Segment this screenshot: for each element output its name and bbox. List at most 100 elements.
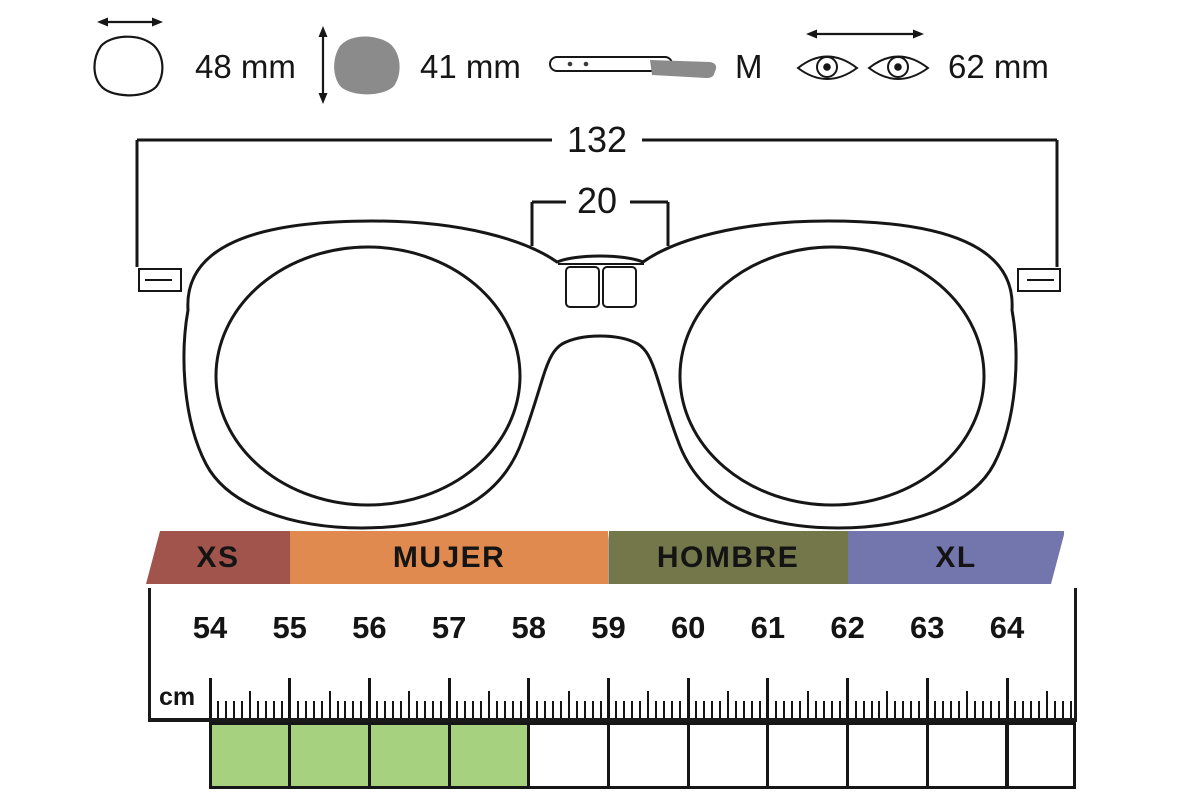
- minor-tick: [1053, 701, 1056, 718]
- minor-tick: [320, 701, 323, 718]
- size-cell-highlighted: [208, 722, 292, 789]
- size-cell: [925, 722, 1009, 789]
- band-label: HOMBRE: [656, 540, 800, 574]
- minor-tick: [639, 701, 642, 718]
- ruler-number-57: 57: [431, 610, 467, 645]
- minor-tick: [1013, 701, 1016, 718]
- right-lens: [678, 245, 986, 507]
- major-tick: [447, 678, 451, 718]
- minor-tick: [487, 691, 490, 718]
- minor-tick: [583, 701, 586, 718]
- band-xl: XL: [848, 531, 1065, 584]
- minor-tick: [224, 701, 227, 718]
- glasses-diagram: 48 mm 41 mm M: [93, 17, 1061, 530]
- minor-tick: [591, 701, 594, 718]
- minor-tick: [758, 701, 761, 718]
- minor-tick: [472, 701, 474, 718]
- minor-tick: [328, 691, 331, 718]
- minor-tick: [735, 701, 738, 718]
- minor-tick: [352, 701, 355, 718]
- frame-width-dimension: 132: [135, 119, 1059, 267]
- minor-tick: [479, 701, 482, 718]
- major-tick: [367, 678, 371, 718]
- minor-tick: [822, 701, 825, 718]
- minor-tick: [1021, 701, 1024, 718]
- minor-tick: [599, 701, 602, 718]
- minor-tick: [894, 701, 897, 718]
- minor-tick: [830, 701, 833, 718]
- horizontal-arrow-icon: [806, 29, 924, 39]
- band-label: XL: [935, 540, 977, 574]
- minor-tick: [432, 701, 435, 718]
- band-label: MUJER: [392, 540, 506, 574]
- size-cell-highlighted: [367, 722, 451, 789]
- ruler-number-58: 58: [511, 610, 547, 645]
- minor-tick: [1037, 701, 1040, 718]
- minor-tick: [742, 701, 745, 718]
- major-tick: [925, 678, 929, 718]
- minor-tick: [655, 701, 658, 718]
- major-tick: [766, 678, 770, 718]
- minor-tick: [400, 701, 403, 718]
- minor-tick: [575, 701, 578, 718]
- minor-tick: [503, 701, 506, 718]
- minor-tick: [272, 701, 275, 718]
- legend-pd: 62 mm: [796, 29, 1049, 85]
- eyes-icon: [796, 55, 930, 80]
- glasses-front-view: [138, 219, 1061, 530]
- minor-tick: [296, 701, 299, 718]
- minor-tick: [360, 701, 363, 718]
- minor-tick: [495, 701, 498, 718]
- minor-tick: [886, 691, 889, 718]
- band-label: XS: [196, 540, 240, 574]
- pd-label: 62 mm: [948, 48, 1049, 85]
- minor-tick: [719, 701, 722, 718]
- minor-tick: [862, 701, 865, 718]
- size-cell: [1005, 722, 1077, 789]
- minor-tick: [535, 701, 538, 718]
- minor-tick: [392, 701, 395, 718]
- minor-tick: [974, 701, 977, 718]
- minor-tick: [814, 701, 817, 718]
- major-tick: [686, 678, 690, 718]
- bridge-clip: [558, 263, 644, 308]
- minor-tick: [679, 701, 682, 718]
- minor-tick: [878, 701, 881, 718]
- minor-tick: [551, 701, 554, 718]
- minor-tick: [774, 701, 777, 718]
- minor-tick: [703, 701, 706, 718]
- ruler-number-64: 64: [989, 610, 1025, 645]
- temple-length-label: M: [735, 48, 763, 85]
- minor-tick: [543, 701, 546, 718]
- lens-width-label: 48 mm: [195, 48, 296, 85]
- band-hombre: HOMBRE: [609, 531, 848, 584]
- size-cell: [766, 722, 850, 789]
- size-cell: [527, 722, 610, 789]
- minor-tick: [798, 701, 801, 718]
- legend-lens-height: 41 mm: [318, 26, 521, 104]
- minor-tick: [280, 701, 283, 718]
- left-lens: [214, 245, 522, 507]
- minor-tick: [942, 701, 945, 718]
- minor-tick: [838, 701, 841, 718]
- minor-tick: [256, 701, 259, 718]
- minor-tick: [216, 701, 219, 718]
- minor-tick: [958, 701, 961, 718]
- minor-tick: [408, 691, 411, 718]
- minor-tick: [854, 701, 857, 718]
- legend-lens-width: 48 mm: [93, 17, 296, 97]
- band-xs: XS: [146, 531, 289, 584]
- unit-label: cm: [159, 683, 196, 711]
- minor-tick: [240, 701, 243, 718]
- legend-temple: M: [549, 48, 763, 85]
- left-hinge: [138, 268, 182, 292]
- minor-tick: [902, 701, 905, 718]
- minor-tick: [990, 701, 993, 718]
- major-tick: [288, 678, 292, 718]
- minor-tick: [663, 701, 666, 718]
- minor-tick: [567, 691, 570, 718]
- minor-tick: [695, 701, 698, 718]
- ruler-number-61: 61: [750, 610, 786, 645]
- minor-tick: [304, 701, 307, 718]
